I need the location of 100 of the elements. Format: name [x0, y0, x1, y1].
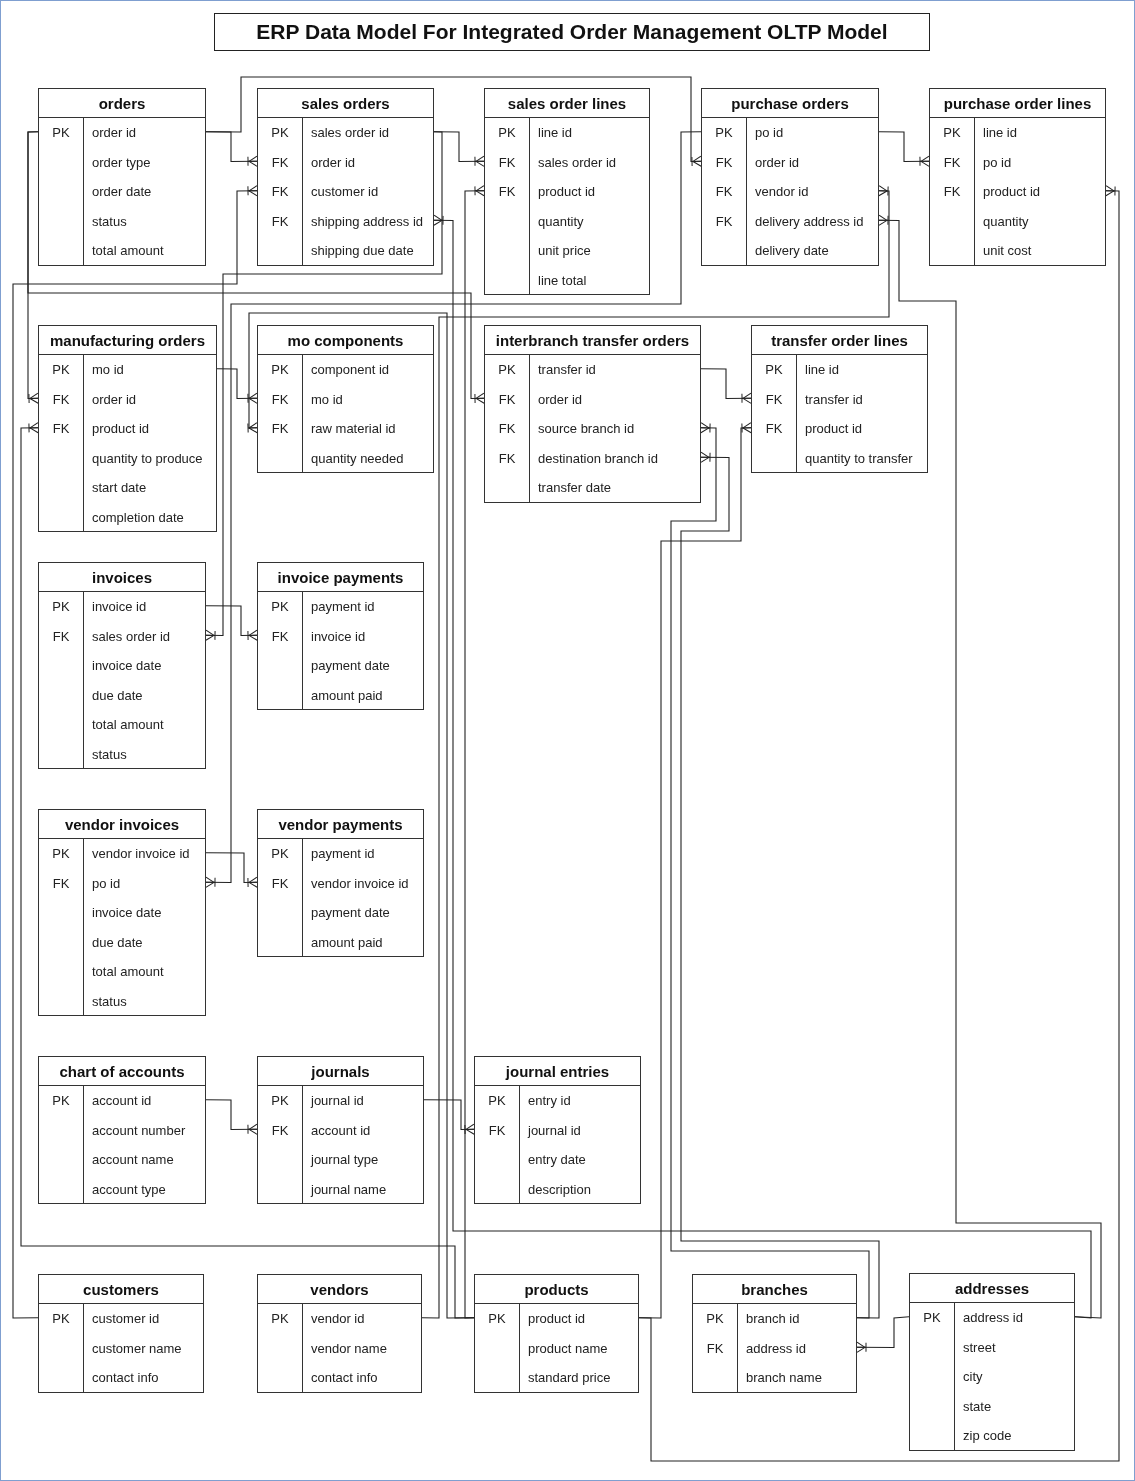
key-label: FK	[715, 213, 733, 229]
field-name: vendor id	[310, 1311, 365, 1327]
field-name: product id	[982, 184, 1041, 200]
field-name: component id	[310, 362, 390, 378]
key-label: FK	[271, 1122, 289, 1138]
field-name: description	[527, 1181, 591, 1197]
field-name: destination branch id	[537, 450, 658, 466]
field-name: standard price	[527, 1370, 611, 1386]
relationship-line	[205, 605, 258, 641]
field-name: order date	[91, 184, 152, 200]
key-label: PK	[715, 125, 733, 141]
field-name: payment id	[310, 599, 375, 615]
key-label: FK	[271, 391, 289, 407]
key-label: PK	[271, 362, 289, 378]
diagram-title: ERP Data Model For Integrated Order Management OLTP Model	[214, 13, 930, 51]
field-name: address id	[962, 1310, 1023, 1326]
field-name: vendor invoice id	[91, 846, 190, 862]
field-name: vendor id	[754, 184, 809, 200]
field-name: account id	[310, 1122, 371, 1138]
table-title: orders	[39, 89, 205, 118]
relationship-line	[700, 368, 752, 404]
key-label: FK	[715, 154, 733, 170]
field-name: account type	[91, 1181, 166, 1197]
table-title: vendor invoices	[39, 810, 205, 839]
key-label: PK	[52, 599, 70, 615]
table-title: chart of accounts	[39, 1057, 205, 1086]
entity-table	[701, 88, 879, 266]
field-name: vendor invoice id	[310, 875, 409, 891]
field-name: mo id	[310, 391, 343, 407]
field-name: total amount	[91, 717, 164, 733]
field-name: invoice id	[91, 599, 147, 615]
key-label: PK	[765, 362, 783, 378]
key-label: FK	[271, 184, 289, 200]
entity-table	[257, 325, 434, 473]
key-label: PK	[52, 125, 70, 141]
entity-table	[38, 1274, 204, 1393]
field-name: payment date	[310, 905, 390, 921]
field-name: status	[91, 746, 127, 762]
field-name: status	[91, 993, 127, 1009]
entity-table	[257, 1056, 424, 1204]
field-name: order id	[310, 154, 356, 170]
field-name: quantity	[537, 213, 584, 229]
field-name: state	[962, 1398, 992, 1414]
field-name: account name	[91, 1152, 174, 1168]
entity-table	[38, 88, 206, 266]
field-name: mo id	[91, 362, 124, 378]
field-name: invoice date	[91, 658, 162, 674]
entity-table	[257, 1274, 422, 1393]
key-label: FK	[943, 184, 961, 200]
key-label: FK	[271, 628, 289, 644]
table-title: addresses	[910, 1274, 1074, 1303]
field-name: product id	[804, 421, 863, 437]
entity-table	[474, 1274, 639, 1393]
relationship-line	[423, 1099, 475, 1135]
key-label: PK	[498, 362, 516, 378]
key-label: PK	[271, 125, 289, 141]
key-label: PK	[52, 846, 70, 862]
relationship-line	[216, 368, 258, 404]
entity-table	[257, 88, 434, 266]
field-name: amount paid	[310, 934, 383, 950]
entity-table	[929, 88, 1106, 266]
table-title: interbranch transfer orders	[485, 326, 700, 355]
relationship-line	[205, 131, 702, 888]
relationship-line	[205, 852, 258, 888]
field-name: customer name	[91, 1340, 182, 1356]
entity-table	[38, 562, 206, 769]
key-label: PK	[498, 125, 516, 141]
field-name: contact info	[310, 1370, 378, 1386]
key-label: PK	[923, 1310, 941, 1326]
table-title: journal entries	[475, 1057, 640, 1086]
field-name: po id	[982, 154, 1012, 170]
key-label: FK	[488, 1122, 506, 1138]
key-label: FK	[498, 154, 516, 170]
field-name: branch name	[745, 1370, 822, 1386]
table-title: sales order lines	[485, 89, 649, 118]
field-name: transfer id	[804, 391, 863, 407]
field-name: source branch id	[537, 421, 635, 437]
field-name: entry id	[527, 1093, 571, 1109]
field-name: customer id	[91, 1311, 160, 1327]
key-label: FK	[52, 875, 70, 891]
field-name: sales order id	[537, 154, 617, 170]
field-name: transfer id	[537, 362, 596, 378]
field-name: payment id	[310, 846, 375, 862]
field-name: po id	[754, 125, 784, 141]
table-title: customers	[39, 1275, 203, 1304]
relationship-line	[27, 131, 485, 404]
relationship-line	[421, 185, 890, 1319]
key-label: FK	[943, 154, 961, 170]
key-label: FK	[271, 875, 289, 891]
field-name: shipping address id	[310, 213, 424, 229]
field-name: order id	[537, 391, 583, 407]
key-label: FK	[52, 421, 70, 437]
field-name: due date	[91, 687, 143, 703]
entity-table	[38, 809, 206, 1016]
table-title: products	[475, 1275, 638, 1304]
entity-table	[484, 88, 650, 295]
field-name: amount paid	[310, 687, 383, 703]
field-name: transfer date	[537, 480, 611, 496]
field-name: address id	[745, 1340, 806, 1356]
field-name: order id	[754, 154, 800, 170]
